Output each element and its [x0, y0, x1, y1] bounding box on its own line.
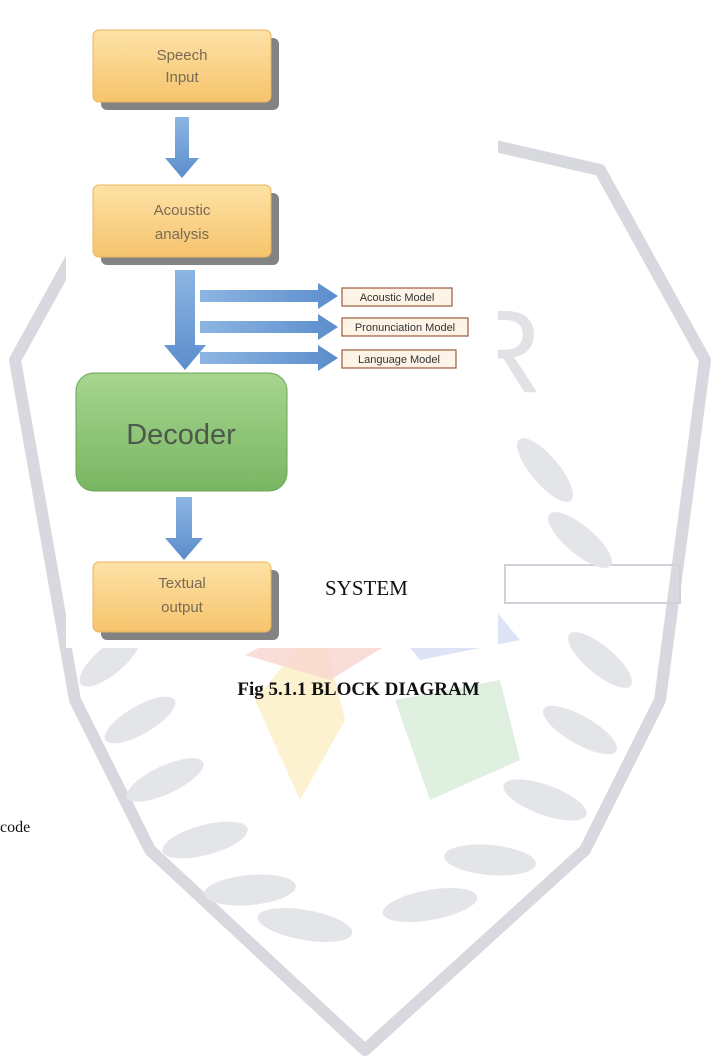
speech-input-line-1: Speech: [157, 47, 208, 64]
watermark-star-green: [395, 680, 520, 800]
speech-input-box: Speech Input: [92, 29, 279, 110]
watermark-shield: [9, 109, 711, 1056]
decoder-text: Decoder: [126, 419, 236, 451]
speech-input-line-2: Input: [165, 69, 199, 86]
acoustic-model-label: Acoustic Model: [341, 287, 453, 307]
arrow-speech-to-acoustic: [165, 117, 199, 178]
language-model-text: Language Model: [358, 354, 440, 366]
arrow-decoder-to-output: [165, 497, 203, 560]
acoustic-model-text: Acoustic Model: [360, 292, 435, 304]
pronunciation-model-text: Pronunciation Model: [355, 322, 455, 334]
truncated-body-text: code: [0, 819, 31, 836]
decoder-box: Decoder: [75, 372, 288, 492]
arrow-acoustic-to-decoder: [164, 270, 206, 370]
watermark-laurel-left: [79, 633, 353, 942]
watermark-laurel-right: [382, 438, 632, 922]
arrow-to-acoustic-model: [200, 283, 338, 309]
acoustic-analysis-line-1: Acoustic: [154, 202, 211, 219]
arrow-to-language-model: [200, 345, 338, 371]
textual-output-line-1: Textual: [158, 575, 206, 592]
figure-caption: Fig 5.1.1 BLOCK DIAGRAM: [237, 679, 480, 700]
language-model-label: Language Model: [341, 349, 457, 369]
arrow-to-pronunciation-model: [200, 314, 338, 340]
acoustic-analysis-line-2: analysis: [155, 226, 209, 243]
acoustic-analysis-box: Acoustic analysis: [92, 184, 279, 265]
system-label: SYSTEM: [325, 576, 408, 600]
textual-output-line-2: output: [161, 599, 204, 616]
textual-output-box: Textual output: [92, 561, 279, 640]
watermark-banner: [504, 564, 681, 604]
pronunciation-model-label: Pronunciation Model: [341, 317, 469, 337]
